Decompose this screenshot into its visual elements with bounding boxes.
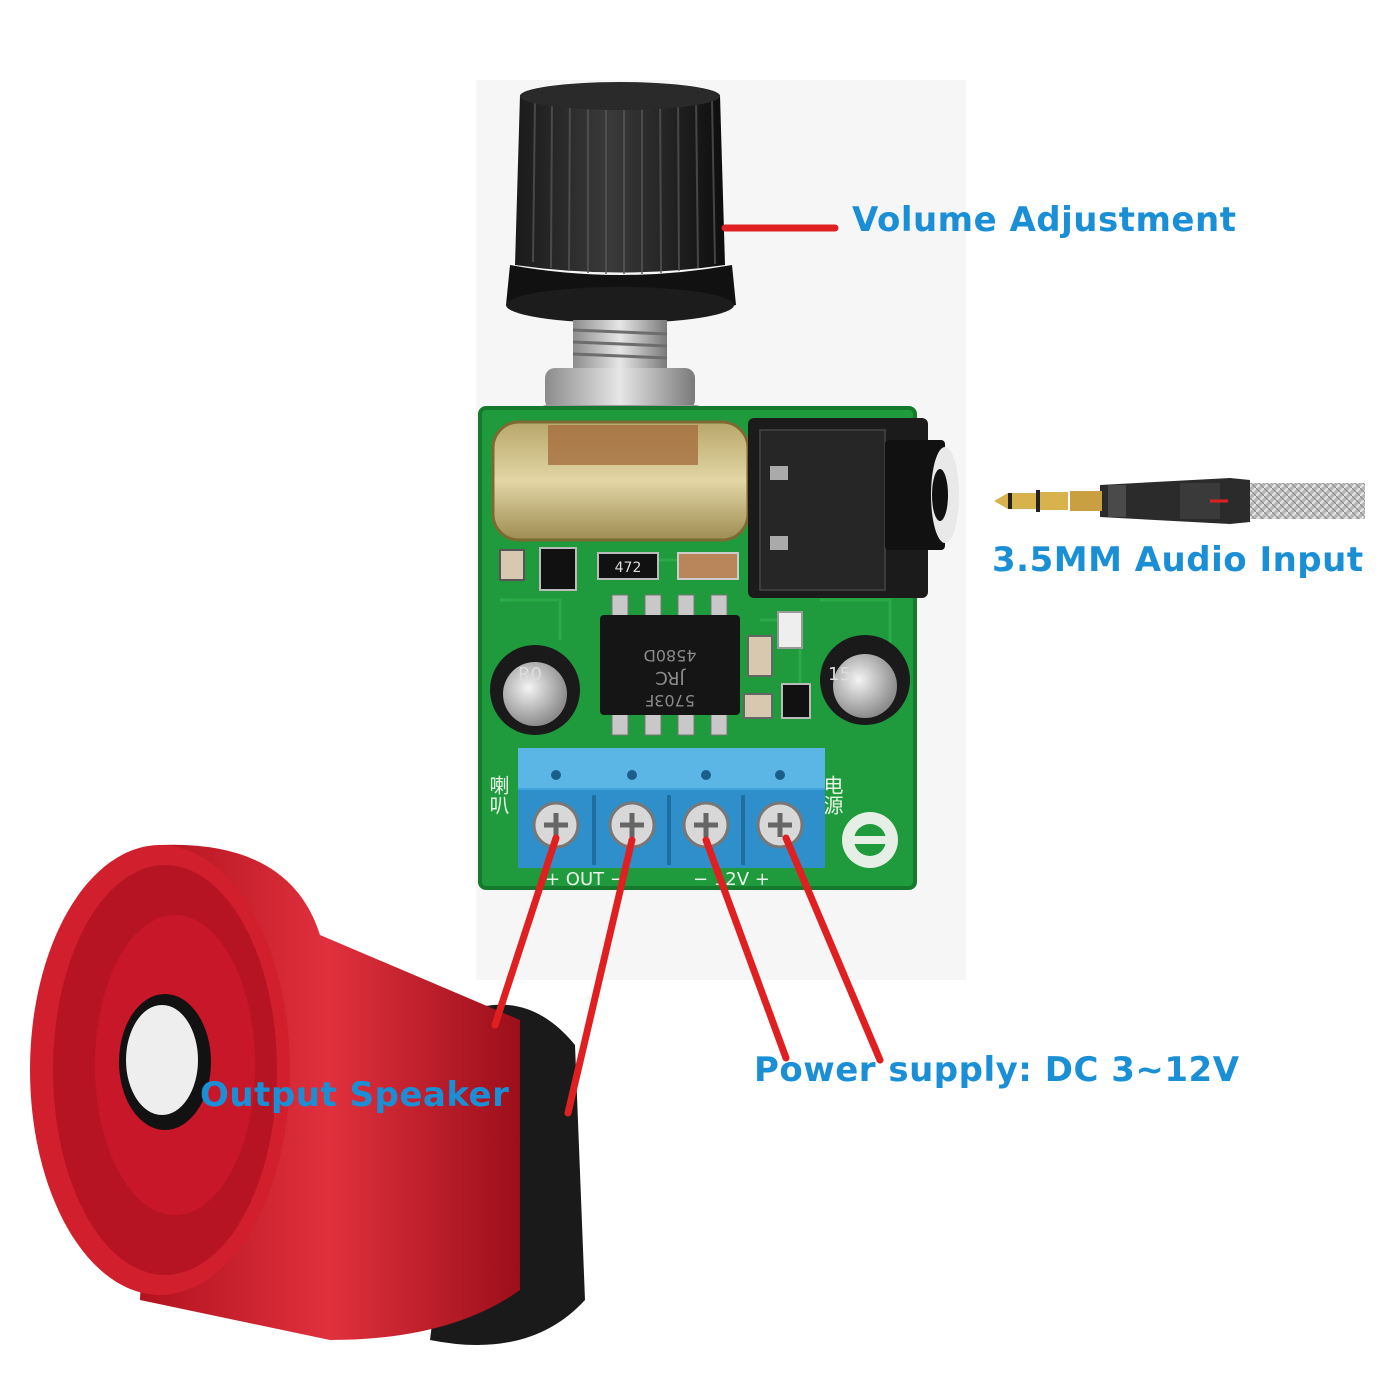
capacitor-right: 15 [820, 635, 910, 725]
volume-knob-icon [506, 82, 736, 323]
volume-adjustment-label: Volume Adjustment [852, 200, 1237, 240]
capacitor-left-label: R0 [518, 664, 542, 685]
power-supply-label: Power supply: DC 3~12V [754, 1050, 1240, 1090]
silk-out-label: + OUT − [545, 869, 625, 890]
potentiometer-body [491, 420, 750, 542]
amplifier-ic-chip: 4580D JRC 5703F [600, 594, 740, 736]
output-speaker-label: Output Speaker [200, 1075, 510, 1115]
chip-line-3: 4580D [643, 646, 696, 665]
wire-power-plus [782, 834, 884, 1064]
silk-speaker-cn: 喇叭 [486, 775, 510, 815]
horn-speaker-icon [30, 844, 585, 1345]
audio-jack-icon [748, 418, 959, 598]
smd-components: 472 [499, 547, 811, 719]
audio-plug-icon [994, 478, 1365, 524]
terminal-screws [532, 801, 804, 849]
chip-line-2: 5703F [645, 691, 695, 710]
wire-speaker-plus [491, 834, 560, 1029]
chip-line-1: JRC [655, 667, 686, 688]
capacitor-left: R0 [490, 645, 580, 735]
wire-speaker-minus [564, 836, 636, 1117]
audio-input-label: 3.5MM Audio Input [992, 540, 1364, 580]
red-wires [491, 224, 884, 1117]
silk-12v-label: − 12V + [693, 869, 770, 890]
capacitor-right-label: 15 [828, 664, 851, 685]
amplifier-pcb: 472 4580D JRC 5703F [478, 406, 959, 890]
wire-power-minus [702, 836, 790, 1062]
mounting-hole [842, 812, 898, 868]
resistor-code-label: 472 [615, 560, 642, 576]
